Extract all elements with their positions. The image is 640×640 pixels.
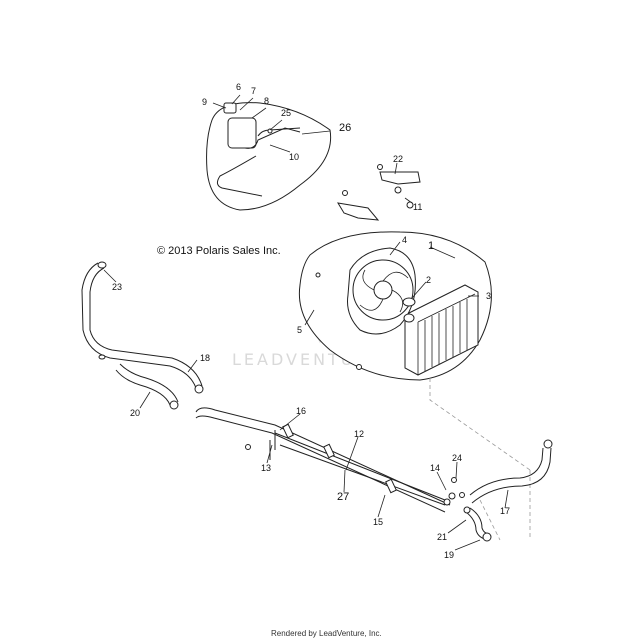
reference-dashed-line: [429, 378, 531, 540]
callout-1: 1: [428, 240, 434, 252]
overflow-bottle: [227, 117, 257, 149]
callout-6: 6: [236, 82, 241, 92]
callout-10: 10: [289, 152, 299, 162]
callout-26: 26: [339, 122, 351, 134]
callout-14: 14: [430, 463, 440, 473]
hose-17: [469, 439, 553, 504]
callout-15: 15: [373, 517, 383, 527]
callout-17: 17: [500, 506, 510, 516]
callout-25: 25: [281, 108, 291, 118]
callout-4: 4: [402, 235, 407, 245]
overflow-bottle-assembly: [206, 102, 332, 211]
overflow-hose: [216, 127, 301, 197]
callout-18: 18: [200, 353, 210, 363]
callout-8: 8: [264, 96, 269, 106]
callout-3: 3: [486, 291, 491, 301]
callout-2: 2: [426, 275, 431, 285]
callout-9: 9: [202, 97, 207, 107]
coolant-tube-assembly: [195, 407, 465, 513]
callout-12: 12: [354, 429, 364, 439]
callout-20: 20: [130, 408, 140, 418]
callout-labels: 6 7 8 9 25 26 10 22 11 4 1 2 3 5 23 18 2…: [112, 82, 510, 560]
fan-motor: [373, 280, 393, 300]
bracket-upper: [379, 171, 421, 185]
callout-24: 24: [452, 453, 462, 463]
radiator-cap: [402, 297, 416, 307]
callout-13: 13: [261, 463, 271, 473]
hose-23: [81, 261, 204, 394]
callout-19: 19: [444, 550, 454, 560]
hose-20: [98, 354, 179, 410]
hose-21: [463, 506, 492, 542]
bracket-assembly: [337, 164, 421, 221]
callout-23: 23: [112, 282, 122, 292]
footer-credit: Rendered by LeadVenture, Inc.: [271, 629, 382, 638]
callout-11: 11: [413, 202, 422, 212]
leader-lines: [103, 94, 509, 551]
callout-7: 7: [251, 86, 256, 96]
copyright-text: © 2013 Polaris Sales Inc.: [157, 245, 281, 257]
bottle-cap: [223, 102, 237, 114]
callout-16: 16: [296, 406, 306, 416]
callout-5: 5: [297, 325, 302, 335]
radiator-fan-assembly: [298, 231, 492, 381]
bracket-lower: [337, 202, 380, 221]
callout-27: 27: [337, 491, 349, 503]
callout-22: 22: [393, 154, 403, 164]
callout-21: 21: [437, 532, 447, 542]
